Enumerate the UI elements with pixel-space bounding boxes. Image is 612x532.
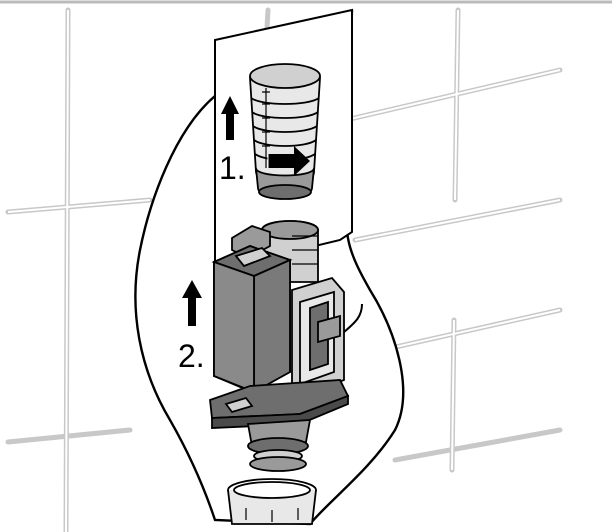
float-cylinder: [249, 63, 321, 200]
outlet-ring: [227, 478, 317, 525]
step-2-label: 2.: [178, 338, 205, 374]
step1-up-arrow-icon: [221, 96, 239, 140]
flush-valve-body: [209, 220, 363, 472]
step1-rotate-arrow-icon: [267, 146, 310, 176]
step2-up-arrow-icon: [182, 280, 202, 326]
step-1-label: 1.: [219, 150, 246, 186]
